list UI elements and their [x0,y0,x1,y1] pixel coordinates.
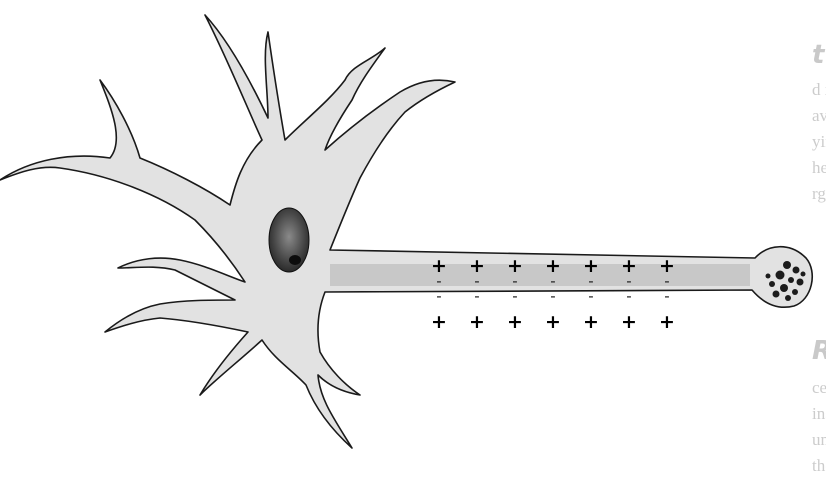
inside-minus-sign: - [512,287,517,305]
inside-minus-sign: - [474,287,479,305]
outside-plus-sign: + [545,311,561,333]
outside-plus-sign: + [469,311,485,333]
inside-minus-sign: - [664,287,669,305]
outside-plus-sign: + [621,311,637,333]
outside-plus-sign: + [659,311,675,333]
inside-minus-sign: - [436,287,441,305]
outside-plus-sign: + [583,311,599,333]
inside-minus-sign: - [626,287,631,305]
nucleus [269,208,309,272]
nucleolus [289,255,301,265]
axon-interior-band [330,264,750,286]
inside-minus-sign: - [550,287,555,305]
outside-plus-sign: + [431,311,447,333]
inside-minus-sign: - [588,287,593,305]
outside-plus-sign: + [507,311,523,333]
cell-body [0,15,812,448]
